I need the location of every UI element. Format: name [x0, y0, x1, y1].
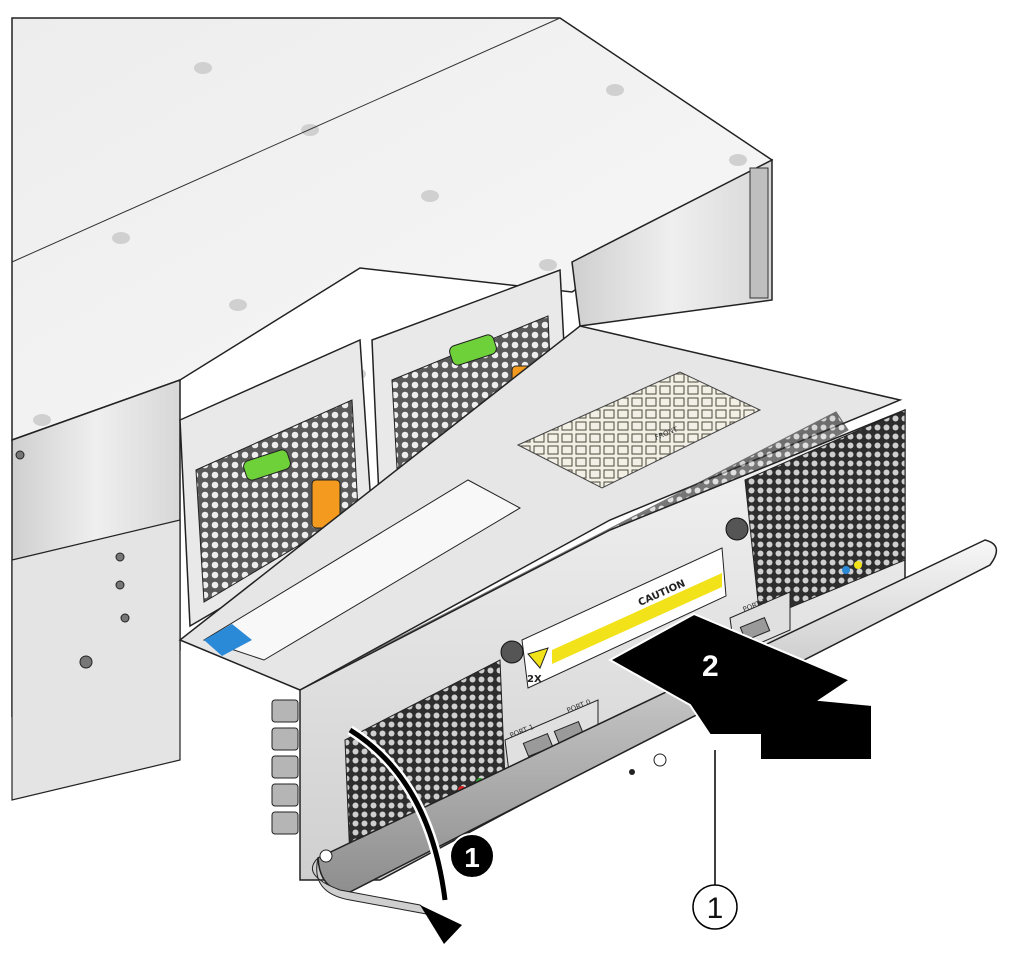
thumbscrew-left	[500, 640, 524, 664]
front-mesh-right	[744, 409, 906, 621]
step-1-label: 1	[464, 842, 480, 873]
rotation-arrow	[347, 725, 462, 944]
release-handle-right	[449, 334, 497, 366]
release-handle-left	[243, 449, 291, 481]
instruction-label	[202, 479, 522, 661]
rear-bay-panel	[571, 158, 773, 327]
power-supply-left	[179, 338, 373, 628]
port-map-label: FRONT	[516, 371, 762, 489]
caution-symbol: 2X	[527, 674, 542, 685]
step-badge-1: 1	[449, 833, 495, 879]
callout-1-label: 1	[707, 892, 724, 925]
chassis-lower-left	[11, 519, 181, 801]
rotation-arrow-head	[420, 905, 462, 944]
side-screws	[15, 450, 130, 669]
left-latch-stack	[271, 699, 299, 835]
pull-arrow: 2	[607, 612, 873, 761]
ejector-handle	[312, 539, 998, 916]
step-2-label: 2	[702, 650, 719, 683]
rear-bay-rail	[749, 167, 769, 299]
thumbscrews	[500, 517, 749, 664]
callout-1: 1	[692, 750, 738, 930]
chassis-top-seam	[11, 17, 561, 263]
thumbscrew-right	[725, 517, 749, 541]
caution-label: CAUTION 2X	[521, 547, 727, 689]
